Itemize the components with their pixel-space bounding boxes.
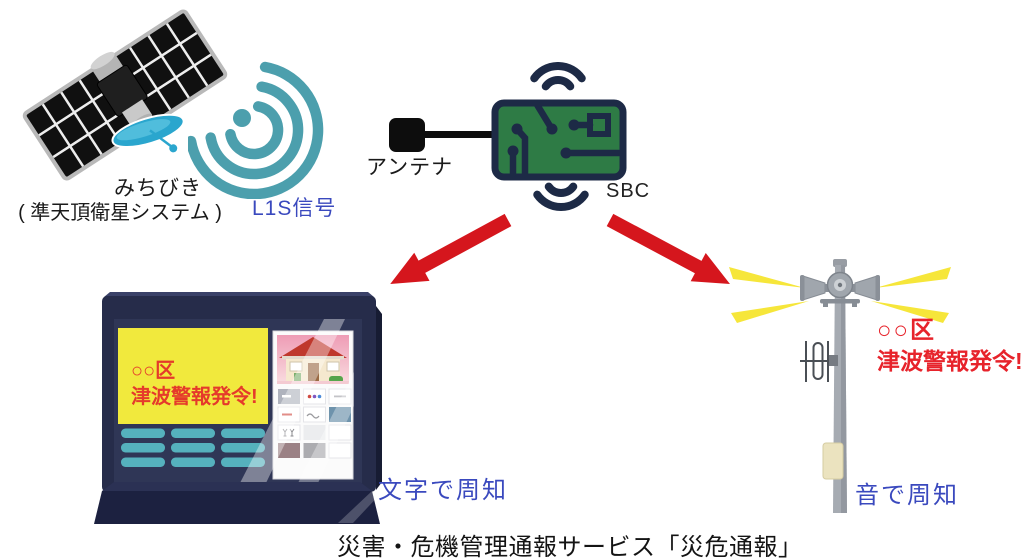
michibiki-satellite-icon — [22, 9, 228, 181]
display-alert-panel — [118, 328, 268, 424]
diagram-title: 災害・危機管理通報サービス「災危通報」 — [337, 534, 803, 560]
speaker-alert-line1: ○○区 — [877, 317, 936, 344]
red-arrow-left — [390, 213, 512, 284]
text-notify-caption: 文字で周知 — [378, 477, 508, 504]
sbc-board-icon — [491, 62, 627, 211]
display-alert-line2: 津波警報発令! — [131, 384, 258, 408]
red-arrow-right — [606, 213, 730, 285]
sbc-label: SBC — [606, 180, 651, 202]
horn-speaker-icon — [800, 271, 880, 307]
yagi-antenna-icon — [800, 341, 838, 382]
speaker-alert-text: ○○区 津波警報発令! — [877, 316, 1023, 376]
signal-waves-icon — [188, 61, 324, 199]
satellite-system-label: ( 準天頂衛星システム ) — [18, 202, 222, 224]
l1s-signal-label: L1S信号 — [252, 197, 337, 220]
display-alert-line1: ○○区 — [131, 360, 175, 382]
glass-reflection — [240, 319, 345, 483]
speaker-alert-line2: 津波警報発令! — [877, 348, 1023, 374]
display-web-panel — [272, 330, 354, 480]
satellite-name-label: みちびき — [114, 177, 202, 200]
glass-reflection — [298, 372, 354, 483]
control-box — [822, 442, 844, 480]
speaker-pole-icon — [729, 259, 951, 513]
red-arrows — [390, 213, 730, 285]
sound-flash-icon — [729, 267, 951, 323]
display-button-grid — [121, 428, 265, 467]
sound-notify-caption: 音で周知 — [855, 482, 959, 509]
signage-display-icon: ○○区 津波警報発令! — [94, 292, 383, 524]
antenna-icon — [389, 118, 497, 152]
antenna-label: アンテナ — [366, 156, 454, 179]
